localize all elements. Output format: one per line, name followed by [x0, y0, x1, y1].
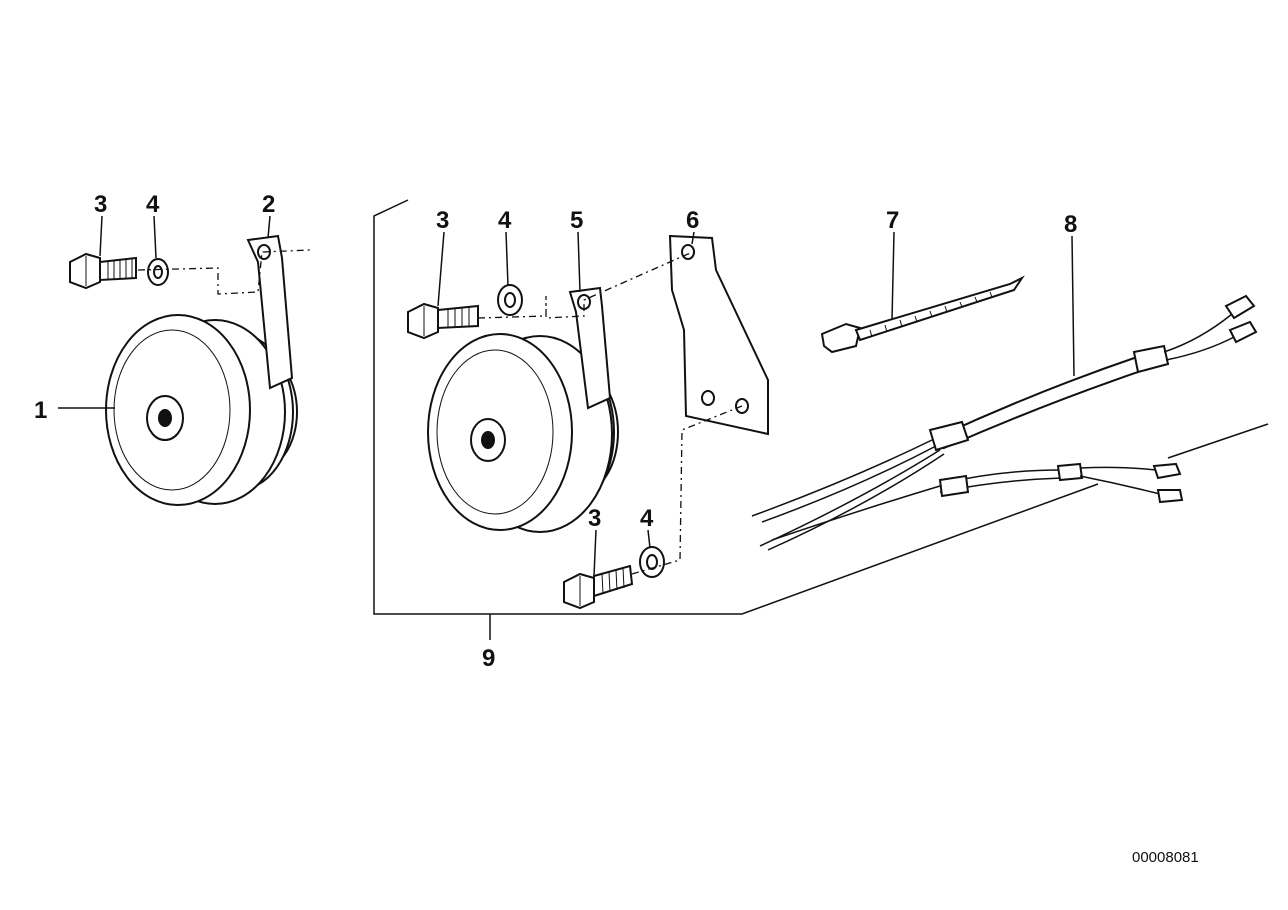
leader-3a [99, 215, 103, 257]
callout-3c: 3 [588, 505, 601, 532]
cable-tie [820, 275, 1025, 354]
leader-8 [1071, 235, 1075, 377]
bolt-left [69, 252, 137, 290]
callout-3b: 3 [436, 207, 449, 234]
callout-4b: 4 [498, 207, 512, 234]
callout-1: 1 [34, 397, 47, 424]
leader-4b [505, 231, 509, 287]
document-number: 00008081 [1132, 849, 1199, 866]
horn-left [105, 314, 298, 506]
callout-2: 2 [262, 191, 275, 218]
callout-3a: 3 [94, 191, 107, 218]
callout-7: 7 [886, 207, 899, 234]
leader-2 [267, 215, 271, 239]
leader-3b [437, 231, 445, 307]
callout-4a: 4 [146, 191, 160, 218]
leader-4a [153, 215, 157, 259]
leader-6 [691, 231, 695, 245]
kit-bracket-tail [1167, 423, 1269, 459]
mounting-plate [668, 234, 769, 436]
leader-4c [647, 529, 651, 549]
leader-7 [891, 231, 895, 321]
callout-4c: 4 [640, 505, 654, 532]
washer-left [147, 258, 169, 286]
washer-middle-top [497, 284, 523, 316]
wiring-harness [751, 294, 1258, 551]
assembly-line-middle-top [477, 251, 699, 319]
leader-5 [577, 231, 581, 293]
bracket-middle [568, 286, 612, 410]
callout-6: 6 [686, 207, 699, 234]
bolt-middle-bottom [563, 564, 634, 610]
leader-3c [593, 529, 597, 577]
callout-9: 9 [482, 645, 495, 672]
kit-bracket [373, 199, 1099, 615]
callout-5: 5 [570, 207, 583, 234]
bolt-middle-top [407, 302, 479, 340]
washer-middle-bottom [639, 546, 665, 578]
callout-8: 8 [1064, 211, 1077, 238]
